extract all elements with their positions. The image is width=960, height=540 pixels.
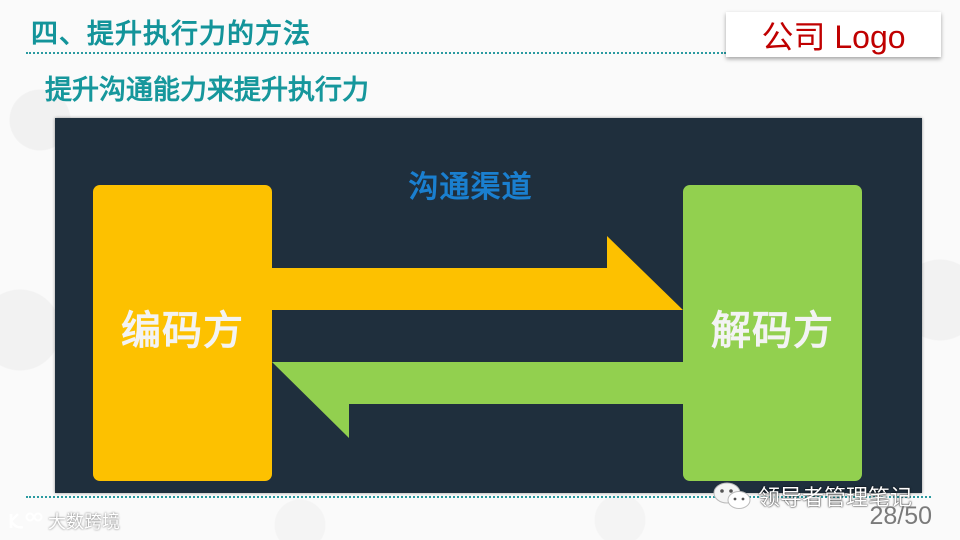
watermark-left: 大数跨境	[8, 508, 120, 534]
header-divider	[26, 52, 726, 54]
footer-divider	[26, 496, 931, 498]
decoder-label: 解码方	[711, 308, 834, 354]
channel-label: 沟通渠道	[408, 170, 533, 205]
company-logo-text: 公司 Logo	[761, 18, 906, 55]
encoder-label: 编码方	[121, 308, 244, 354]
page-number: 28/50	[869, 502, 932, 530]
forward-arrow-icon	[265, 236, 683, 310]
communication-diagram: 沟通渠道 编码方 解码方	[55, 118, 922, 493]
watermark-left-text: 大数跨境	[48, 512, 120, 533]
k100-logo-icon	[9, 512, 43, 529]
slide-title: 四、提升执行力的方法	[31, 19, 311, 50]
watermark-right: 领导者管理笔记	[712, 480, 912, 512]
decoder-box: 解码方	[683, 185, 862, 481]
company-logo: 公司 Logo	[726, 12, 941, 57]
encoder-box: 编码方	[93, 185, 272, 481]
wechat-icon	[713, 482, 751, 509]
arrows-layer	[265, 236, 695, 438]
feedback-arrow-icon	[272, 362, 695, 438]
watermark-right-text: 领导者管理笔记	[758, 486, 913, 511]
slide-subtitle: 提升沟通能力来提升执行力	[45, 75, 369, 106]
